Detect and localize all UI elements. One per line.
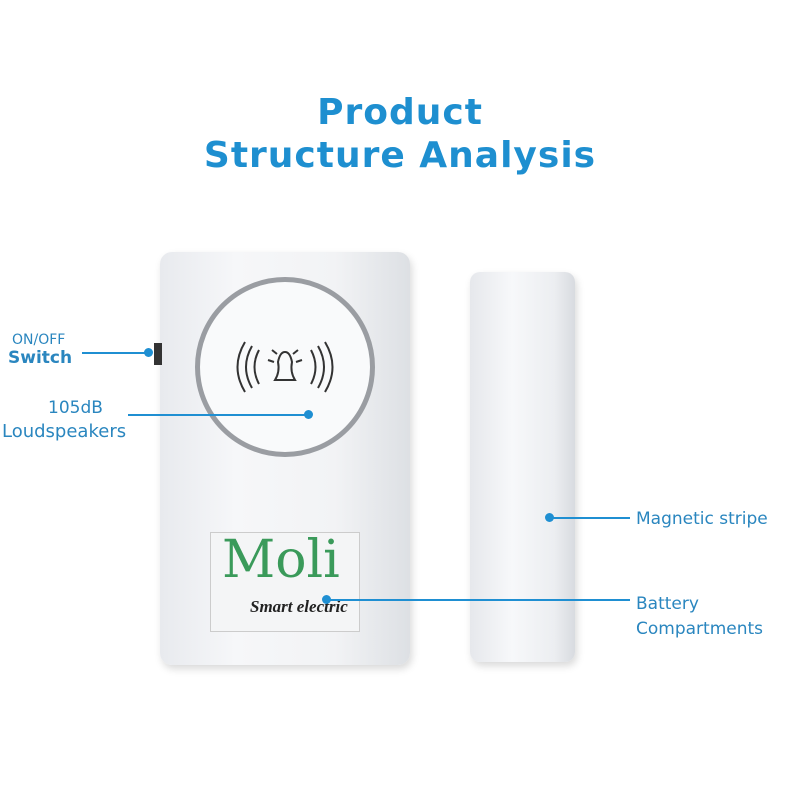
speaker-pointer-line [128,414,308,416]
magnetic-pointer-dot [545,513,554,522]
speaker-ring [195,277,375,457]
battery-label-2: Compartments [636,619,764,639]
battery-label-1: Battery [636,594,699,614]
speaker-label: Loudspeakers [2,421,127,442]
speaker-label-top: 105dB [48,398,103,418]
bell-sound-icon [236,341,334,393]
title-line-1: Product [317,92,483,133]
switch-label-top: ON/OFF [12,332,66,348]
battery-compartment [210,532,360,632]
logo-brand: Moli [222,530,340,590]
switch-pointer-line [82,352,150,354]
battery-pointer-line [327,599,630,601]
magnetic-unit [470,272,575,662]
magnetic-pointer-line [550,517,630,519]
on-off-switch [154,343,162,365]
speaker-pointer-dot [304,410,313,419]
switch-label: Switch [8,348,73,368]
title-line-2: Structure Analysis [203,135,597,176]
switch-pointer-dot [144,348,153,357]
magnetic-label: Magnetic stripe [636,509,768,529]
battery-pointer-dot [322,595,331,604]
